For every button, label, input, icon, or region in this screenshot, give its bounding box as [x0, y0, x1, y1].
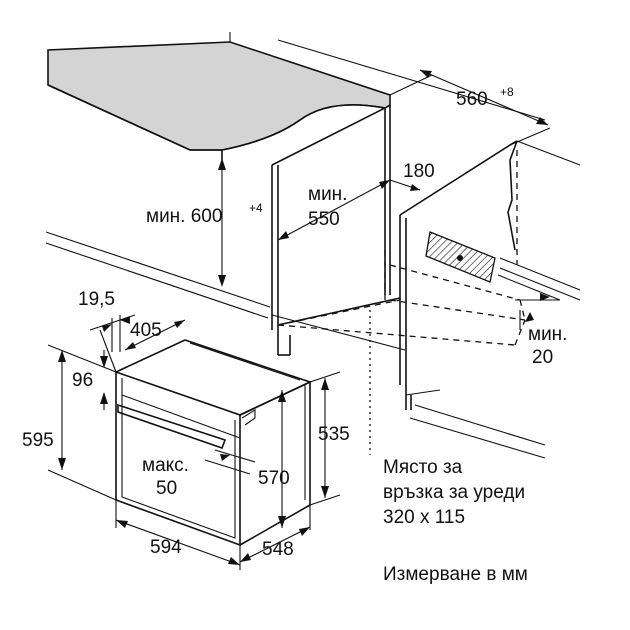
- side-cabinet: [399, 140, 581, 459]
- dim-570: [278, 390, 286, 528]
- dim-594-label: 594: [150, 537, 182, 558]
- units-note: Измерване в мм: [383, 564, 528, 585]
- dim-405: [124, 319, 186, 351]
- dim-595-label: 595: [22, 430, 54, 451]
- dim-535: [309, 371, 341, 506]
- dim-594: [115, 500, 241, 566]
- dim-19-5-label: 19,5: [78, 289, 115, 310]
- dim-550-label: 550: [308, 209, 340, 230]
- niche-dashed-outline: [277, 250, 526, 346]
- dim-548: [239, 526, 311, 563]
- dim-20-label: 20: [532, 347, 553, 368]
- dim-180: [389, 179, 421, 191]
- dim-max-label: 50: [156, 478, 177, 499]
- floor-line-left: [45, 231, 271, 308]
- dim-96: [99, 329, 117, 410]
- connection-note-line1: Място за: [383, 457, 463, 478]
- dim-560-label: 560: [456, 89, 488, 110]
- dim-595: [47, 344, 117, 501]
- dim-570-label: 570: [258, 468, 290, 489]
- dim-550-prefix: мин.: [308, 184, 347, 205]
- dim-550: [277, 179, 391, 241]
- shaded-wall: [516, 150, 518, 265]
- dim-600: [218, 158, 226, 287]
- dim-180-label: 180: [403, 161, 435, 182]
- dim-560: [389, 69, 551, 146]
- countertop: [47, 32, 546, 151]
- connection-note-line3: 320 x 115: [383, 507, 465, 528]
- dim-19-5: [89, 314, 136, 352]
- dim-405-label: 405: [130, 320, 162, 341]
- floor-line-left-2: [45, 242, 269, 319]
- connection-box: [425, 231, 496, 283]
- dim-20-prefix: мин.: [528, 324, 567, 345]
- dim-max-50: [204, 449, 256, 475]
- dim-560-tolerance: +8: [500, 85, 514, 99]
- oven: [115, 339, 313, 570]
- connection-note-line2: връзка за уреди: [383, 482, 525, 503]
- dim-96-label: 96: [72, 370, 93, 391]
- dim-535-label: 535: [318, 424, 350, 445]
- dim-20: [515, 293, 560, 330]
- dim-600-label: мин. 600: [146, 206, 222, 227]
- dim-548-label: 548: [262, 539, 294, 560]
- dim-max-prefix: макс.: [142, 455, 189, 476]
- dim-600-tolerance: +4: [249, 201, 263, 215]
